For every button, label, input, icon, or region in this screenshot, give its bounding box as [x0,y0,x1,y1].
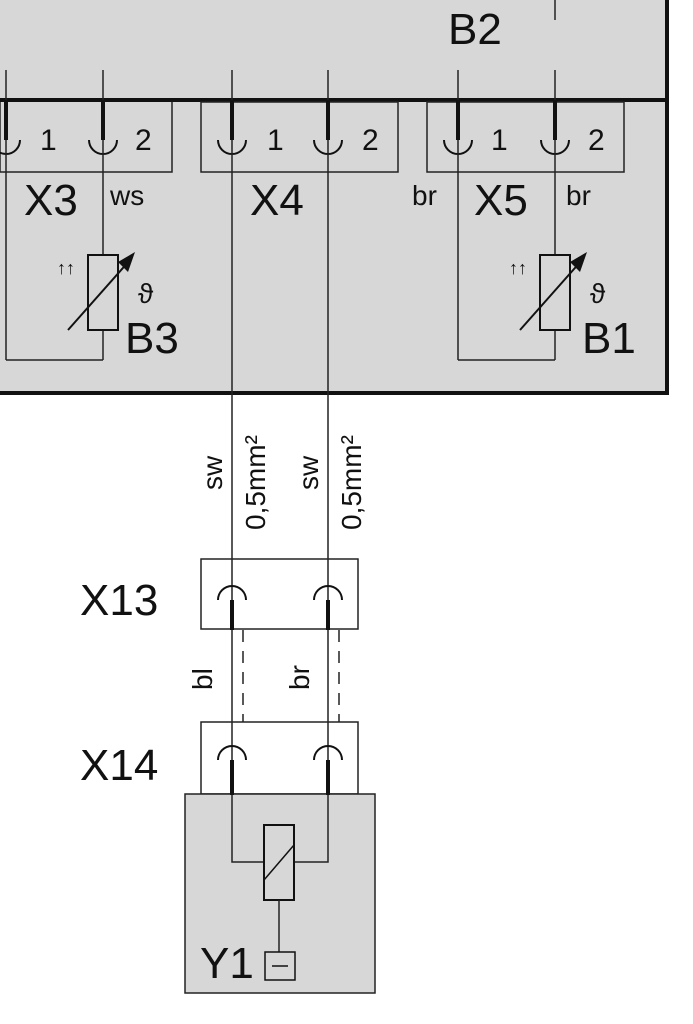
x3-pin1-label: 1 [40,124,57,157]
b3-thermistor [87,254,119,331]
wire-left-gauge: 0,5mm² [240,435,271,530]
wire-right-color: sw [293,455,324,490]
connector-x4-outline [200,101,399,173]
actuator-y1: Y1 [184,760,376,994]
x13-pin2-socket [313,585,343,601]
connector-x14-outline [200,721,359,795]
b1-thermistor [539,254,571,331]
wire-right-gauge: 0,5mm² [336,435,367,530]
x5-pin2-label: 2 [588,124,605,157]
connector-x13-outline [200,558,359,630]
sensor-b3: ↑↑ ϑ B3 [5,140,179,363]
x13-pin1-socket [217,585,247,601]
x4-pin2-label: 2 [362,124,379,157]
ground-symbol [264,951,296,981]
y1-wire-right [294,795,329,863]
x4-pin1-label: 1 [267,124,284,157]
pigtail-wires: bl br [187,630,340,760]
sensor-b1: ↑↑ ϑ B1 [457,140,636,363]
connector-x3: 1 2 X3 ws [0,100,173,225]
x3-pin2-label: 2 [135,124,152,157]
y1-body [184,793,376,994]
pigtail-bl-color: bl [187,668,218,690]
x13-label: X13 [80,576,158,625]
x14-pin1-socket [217,745,247,761]
module-b2: B2 [0,0,669,395]
b3-arrows-symbol: ↑↑ [57,258,75,278]
x5-wire-color-right: br [566,180,591,211]
x14-pin2-socket [313,745,343,761]
y1-label: Y1 [200,939,254,988]
b3-theta-symbol: ϑ [138,278,154,309]
x3-label: X3 [24,176,78,225]
y1-wire-left [231,795,264,863]
pigtail-br-color: br [284,665,315,690]
harness-wires: sw 0,5mm² sw 0,5mm² [197,140,367,600]
x3-wire-color: ws [109,180,144,211]
connector-x13: X13 [80,558,359,630]
x14-label: X14 [80,741,158,790]
module-b2-label: B2 [448,5,502,54]
b3-variable-arrow [67,259,131,331]
x4-label: X4 [250,176,304,225]
x5-wire-color-left: br [412,180,437,211]
x5-label: X5 [474,176,528,225]
b1-theta-symbol: ϑ [590,278,606,309]
upper-wires [5,70,556,100]
connector-x4: 1 2 X4 [200,100,399,225]
module-b2-body [0,0,669,395]
connector-x3-outline [0,102,173,173]
b1-arrows-symbol: ↑↑ [509,258,527,278]
connector-x5-outline [426,101,625,173]
x5-pin1-label: 1 [491,124,508,157]
connector-x5: 1 2 X5 br br [412,100,625,225]
b3-label: B3 [125,314,179,363]
b1-arrow-head [570,252,587,272]
wire-left-color: sw [197,455,228,490]
b3-arrow-head [118,252,135,272]
b1-label: B1 [582,314,636,363]
y1-coil-diagonal [263,844,295,881]
b1-variable-arrow [519,259,583,331]
connector-x14: X14 [80,721,359,795]
